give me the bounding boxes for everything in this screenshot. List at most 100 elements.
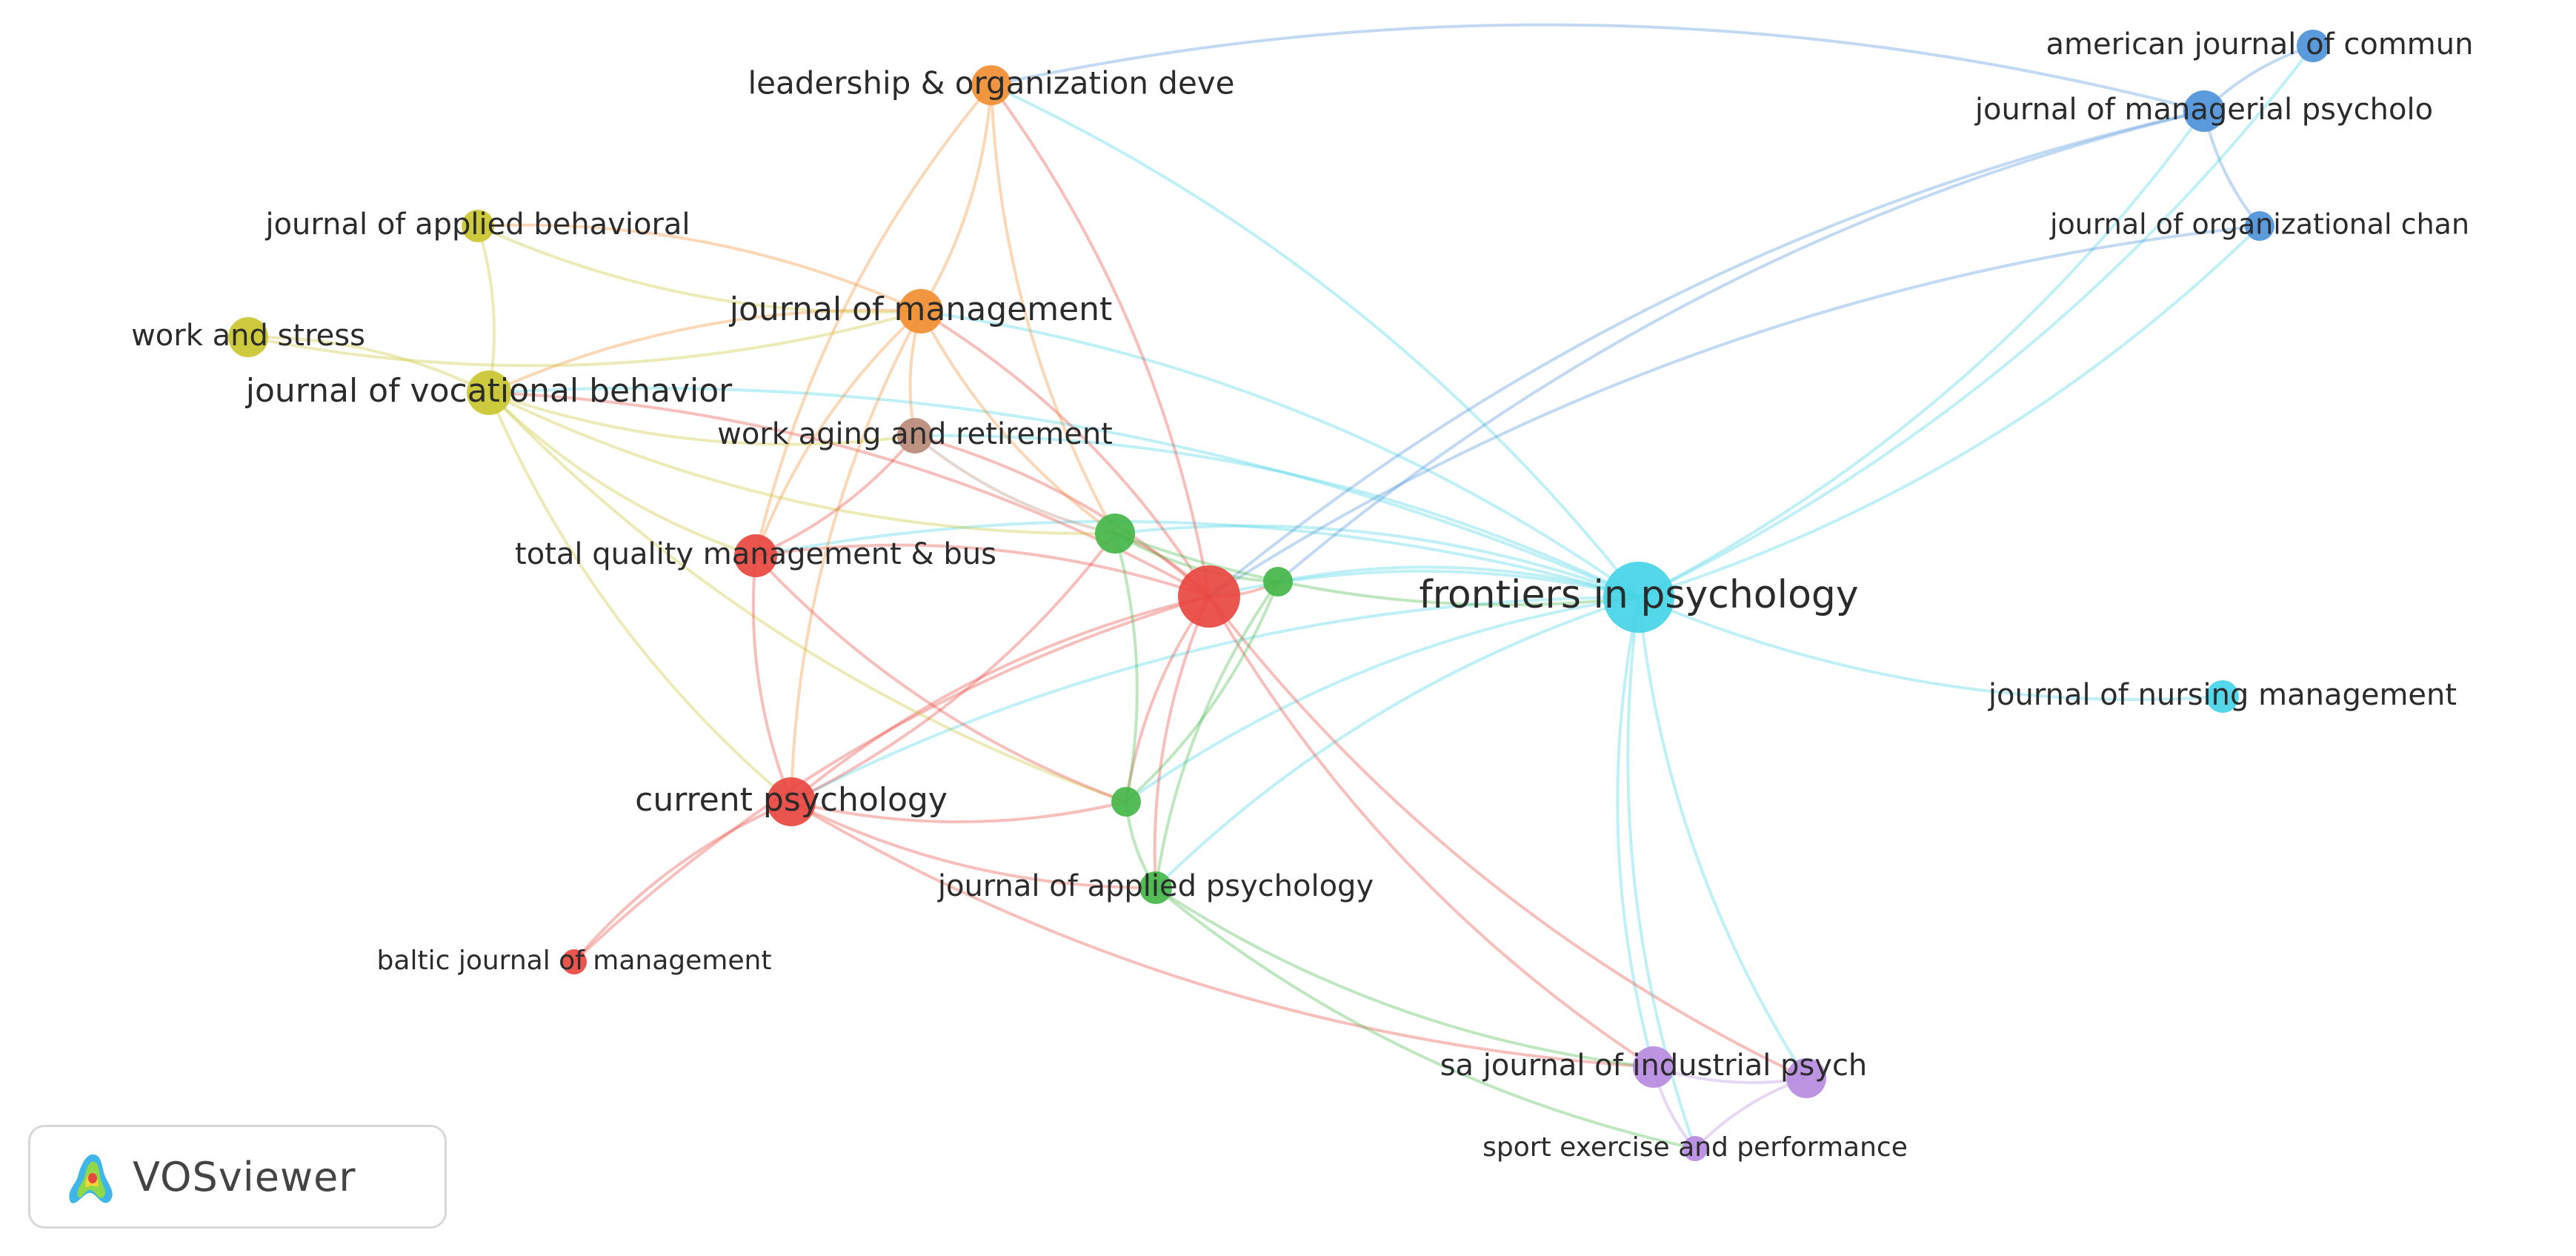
label-jabs[interactable]: journal of applied behavioral — [264, 207, 690, 242]
label-frontiers[interactable]: frontiers in psychology — [1419, 573, 1858, 617]
network-link — [913, 434, 1116, 535]
network-link — [914, 434, 1211, 598]
network-link — [573, 800, 792, 963]
network-link — [1638, 44, 2314, 599]
network-link — [919, 310, 1116, 535]
label-jnm[interactable]: journal of nursing management — [1988, 678, 2457, 712]
node-g2[interactable] — [1263, 567, 1293, 597]
node-joc[interactable] — [2245, 211, 2274, 241]
label-jmp[interactable]: journal of managerial psycholo — [1974, 93, 2433, 127]
network-link — [1208, 225, 2260, 598]
network-link — [919, 310, 1211, 598]
network-link — [755, 434, 916, 557]
network-link — [755, 519, 1640, 599]
node-sep[interactable] — [1683, 1136, 1708, 1161]
network-link — [476, 225, 496, 393]
node-jom[interactable] — [899, 289, 943, 333]
node-was[interactable] — [228, 317, 268, 357]
network-link — [791, 532, 1116, 803]
network-link — [1638, 596, 2223, 702]
node-center[interactable] — [1178, 565, 1240, 628]
network-link — [1208, 110, 2205, 598]
network-link — [791, 800, 1127, 824]
label-sajip[interactable]: sa journal of industrial psych — [1440, 1049, 1868, 1083]
network-links — [247, 23, 2314, 1150]
node-p2[interactable] — [1786, 1058, 1826, 1098]
network-link — [991, 23, 2205, 113]
network-link — [914, 433, 1640, 599]
network-link — [790, 310, 922, 803]
node-bjm[interactable] — [562, 949, 587, 974]
network-link — [1638, 225, 2261, 599]
network-link — [754, 310, 922, 556]
label-ajc[interactable]: american journal of commun — [2046, 27, 2474, 62]
label-bjm[interactable]: baltic journal of management — [377, 946, 772, 976]
network-nodes — [228, 30, 2329, 1161]
node-jvb[interactable] — [467, 371, 511, 415]
network-link — [991, 84, 1640, 599]
node-frontiers[interactable] — [1603, 562, 1674, 633]
label-jvb[interactable]: journal of vocational behavior — [245, 372, 733, 410]
network-link — [488, 391, 1116, 536]
network-link — [990, 84, 1116, 534]
label-jap[interactable]: journal of applied psychology — [937, 869, 1374, 903]
network-link — [1114, 524, 1640, 599]
node-cp[interactable] — [767, 777, 816, 826]
node-sajip[interactable] — [1633, 1046, 1674, 1088]
network-link — [1637, 597, 1808, 1080]
node-war[interactable] — [897, 418, 933, 453]
network-link — [791, 800, 1156, 890]
network-link — [1114, 533, 1139, 803]
network-link — [1154, 886, 1654, 1069]
network-link — [755, 543, 1210, 598]
node-jnm[interactable] — [2206, 680, 2239, 713]
label-cp[interactable]: current psychology — [635, 781, 948, 819]
network-link — [1208, 595, 1807, 1080]
network-link — [790, 800, 1654, 1069]
label-jom[interactable]: journal of management — [729, 290, 1113, 328]
node-jmp[interactable] — [2183, 90, 2225, 132]
network-link — [487, 391, 756, 557]
label-war[interactable]: work aging and retirement — [717, 417, 1113, 451]
network-link — [1114, 532, 1279, 583]
node-jabs[interactable] — [462, 210, 494, 242]
network-link — [1154, 580, 1279, 888]
label-tqm[interactable]: total quality management & bus — [515, 537, 996, 571]
node-tqm[interactable] — [734, 534, 777, 577]
vosviewer-brand-label: VOSviewer — [133, 1153, 356, 1200]
node-ajc[interactable] — [2297, 30, 2329, 62]
label-was[interactable]: work and stress — [131, 319, 365, 353]
network-link — [247, 310, 922, 368]
network-link — [990, 84, 1211, 597]
network-link — [488, 308, 922, 394]
network-link — [919, 84, 993, 313]
network-link — [791, 596, 1640, 803]
node-g3[interactable] — [1111, 787, 1141, 817]
network-link — [477, 223, 922, 313]
node-jap[interactable] — [1139, 871, 1172, 904]
network-link — [1277, 565, 1640, 599]
network-link — [790, 595, 1210, 803]
label-sep[interactable]: sport exercise and performance — [1482, 1132, 1908, 1163]
network-link — [487, 391, 1127, 803]
network-link — [1277, 110, 2205, 583]
network-labels: frontiers in psychology journal of nursi… — [131, 27, 2473, 1163]
network-link — [488, 386, 1640, 599]
node-g1[interactable] — [1095, 514, 1135, 554]
network-link — [1114, 532, 1640, 607]
label-joc[interactable]: journal of organizational chan — [2049, 208, 2469, 241]
network-link — [573, 595, 1210, 963]
network-link — [487, 392, 793, 803]
network-link — [1154, 596, 1640, 889]
network-link — [1125, 596, 1640, 803]
vosviewer-brand: VOSviewer — [28, 1125, 447, 1229]
network-link — [1638, 110, 2206, 599]
network-link — [1208, 596, 1655, 1069]
vosviewer-logo-icon — [69, 1154, 113, 1203]
label-lod[interactable]: leadership & organization deve — [748, 65, 1235, 102]
network-link — [751, 555, 793, 803]
network-link — [488, 391, 916, 446]
node-lod[interactable] — [971, 65, 1011, 105]
network-link — [1125, 581, 1279, 803]
